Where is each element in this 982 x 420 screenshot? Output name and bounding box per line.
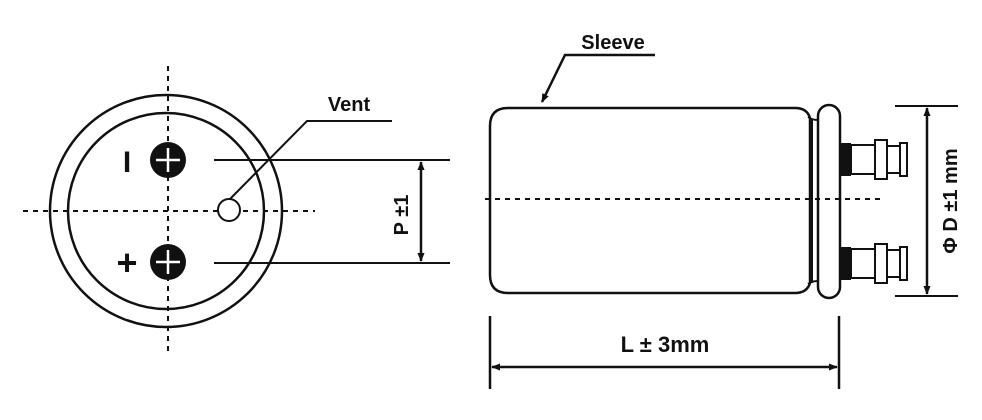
top-view (23, 66, 450, 356)
sleeve-leader-line (540, 53, 655, 103)
side-view (485, 53, 958, 389)
negative-polarity-label: I (123, 146, 131, 179)
sleeve-label: Sleeve (581, 32, 644, 54)
vent-label: Vent (328, 94, 371, 116)
positive-terminal (150, 244, 186, 280)
negative-terminal (150, 142, 186, 178)
sealing-flange (816, 103, 842, 300)
positive-polarity-label: + (116, 242, 137, 283)
pitch-label: P ±1 (391, 195, 413, 236)
outer-can-circle (48, 93, 284, 329)
vent-leader-line (229, 120, 392, 200)
capacitor-body (488, 106, 812, 295)
inner-sleeve-circle (66, 111, 266, 311)
diameter-label: Φ D ±1 mm (940, 148, 962, 253)
screw-terminal-bottom (841, 243, 908, 284)
screw-terminal-top (841, 139, 908, 180)
vent-circle (217, 198, 241, 222)
length-label: L ± 3mm (621, 332, 710, 357)
